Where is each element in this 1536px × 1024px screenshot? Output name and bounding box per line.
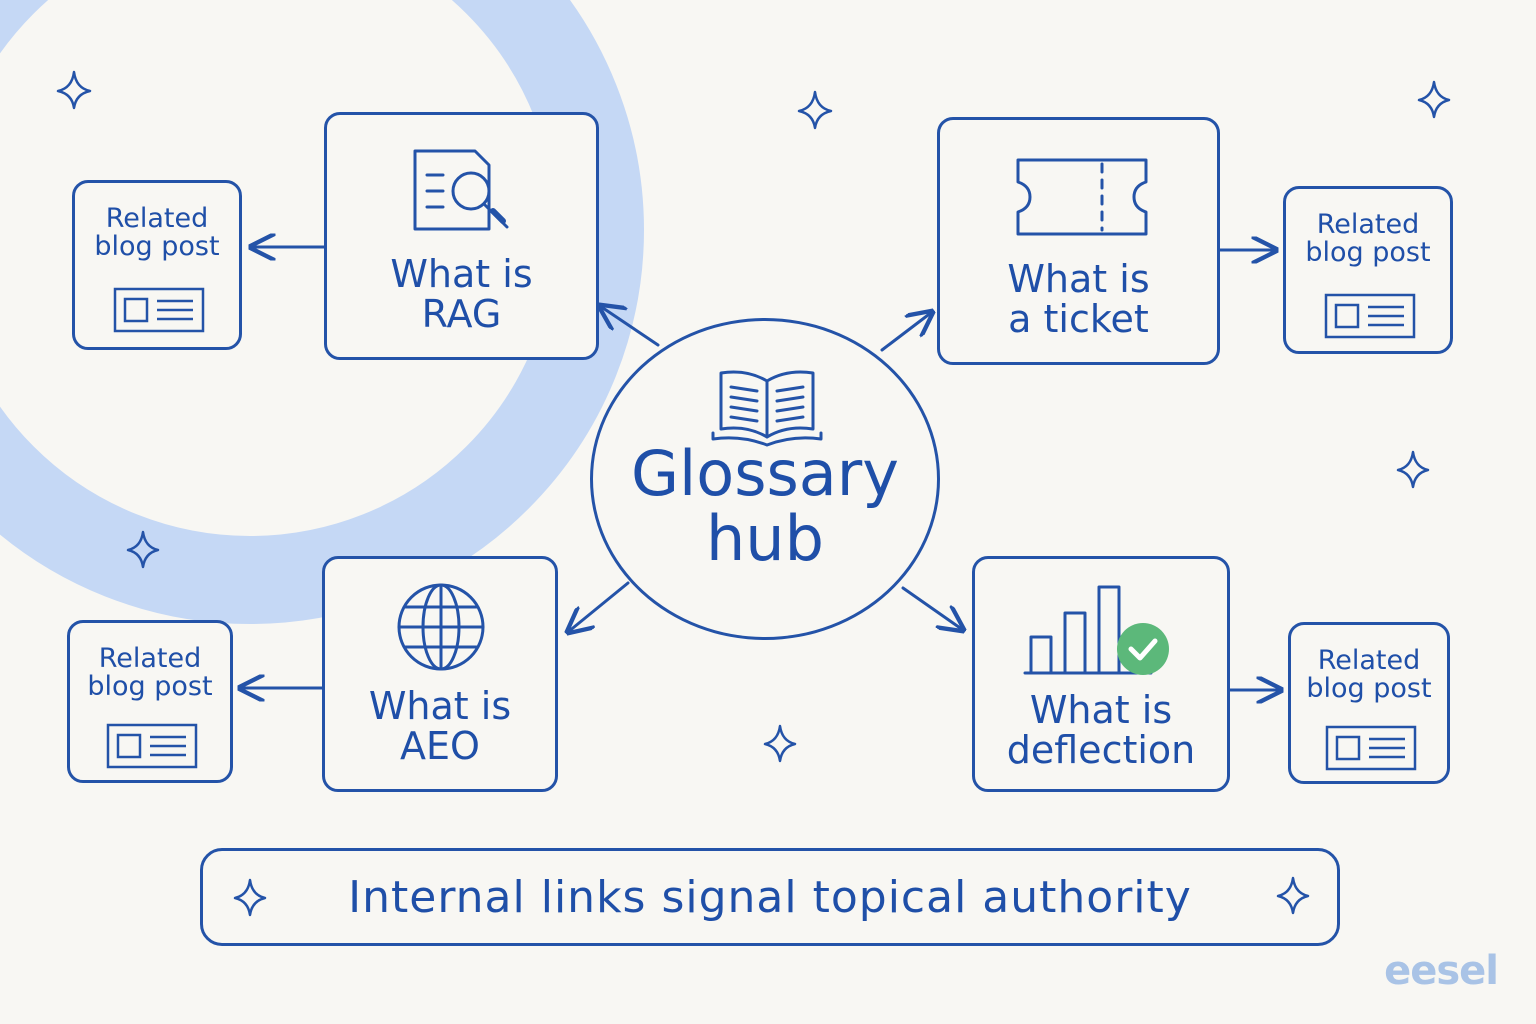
sparkle-icon (1417, 80, 1451, 119)
related-label: Related blog post (1286, 209, 1450, 269)
topic-label-line2: a ticket (1008, 296, 1149, 341)
sparkle-icon (126, 530, 160, 569)
background-arc (0, 0, 644, 624)
related-label-line2: blog post (1306, 673, 1432, 705)
sparkle-icon (1276, 876, 1310, 915)
related-blog-post-aeo[interactable]: Related blog post (67, 620, 233, 783)
connectors (240, 247, 1281, 690)
related-label-line1: Related (1316, 209, 1420, 240)
topic-label-line1: What is (390, 252, 533, 296)
topic-label-aeo: What is AEO (325, 684, 555, 768)
connector-hub-aeo (568, 581, 630, 632)
sparkle-icon (1396, 450, 1430, 489)
connector-hub-rag (600, 306, 660, 347)
topic-label-line2: deflection (1006, 727, 1196, 772)
article-card-icon (1324, 293, 1416, 339)
eesel-logo: eesel (1384, 948, 1499, 994)
takeaway-banner: Internal links signal topical authority (200, 848, 1340, 946)
related-label-line1: Related (105, 203, 209, 234)
related-label-line1: Related (1317, 645, 1421, 676)
topic-label-line1: What is (1029, 688, 1173, 732)
sparkle-icon (233, 878, 267, 917)
ticket-icon (1016, 158, 1148, 236)
topic-label-line1: What is (368, 684, 512, 728)
hub-title-line2: hub (706, 502, 824, 576)
banner-text: Internal links signal topical authority (348, 872, 1192, 923)
related-label: Related blog post (1291, 645, 1447, 705)
topic-label-line2: AEO (400, 723, 480, 768)
document-search-icon (413, 149, 509, 231)
related-label-line2: blog post (94, 231, 220, 263)
connector-hub-ticket (880, 312, 932, 352)
hub-title-line1: Glossary (631, 437, 899, 510)
related-label-line2: blog post (1305, 237, 1431, 269)
related-blog-post-deflection[interactable]: Related blog post (1288, 622, 1450, 784)
article-card-icon (1325, 725, 1417, 771)
topic-label-line1: What is (1007, 257, 1150, 301)
topic-card-aeo[interactable]: What is AEO (322, 556, 558, 792)
globe-icon (397, 583, 485, 671)
bar-chart-check-icon (1023, 585, 1169, 675)
hub-title: Glossary hub (593, 441, 937, 571)
sparkle-icon (797, 90, 833, 130)
related-label: Related blog post (75, 203, 239, 263)
article-card-icon (106, 723, 198, 769)
glossary-hub-node[interactable]: Glossary hub (590, 318, 940, 640)
topic-label-line2: RAG (421, 291, 502, 336)
article-card-icon (113, 287, 205, 333)
related-label: Related blog post (70, 643, 230, 703)
sparkle-icon (763, 724, 797, 763)
topic-card-deflection[interactable]: What is deflection (972, 556, 1230, 792)
related-label-line2: blog post (87, 671, 213, 703)
topic-label-rag: What is RAG (327, 252, 596, 336)
topic-label-ticket: What is a ticket (940, 257, 1217, 341)
connector-hub-deflection (901, 586, 963, 630)
open-book-icon (711, 370, 823, 447)
sparkle-icon (56, 70, 92, 110)
related-blog-post-ticket[interactable]: Related blog post (1283, 186, 1453, 354)
related-label-line1: Related (98, 643, 202, 674)
related-blog-post-rag[interactable]: Related blog post (72, 180, 242, 350)
topic-card-ticket[interactable]: What is a ticket (937, 117, 1220, 365)
topic-card-rag[interactable]: What is RAG (324, 112, 599, 360)
sparkle-decorations (56, 70, 1451, 917)
topic-label-deflection: What is deflection (975, 688, 1227, 772)
